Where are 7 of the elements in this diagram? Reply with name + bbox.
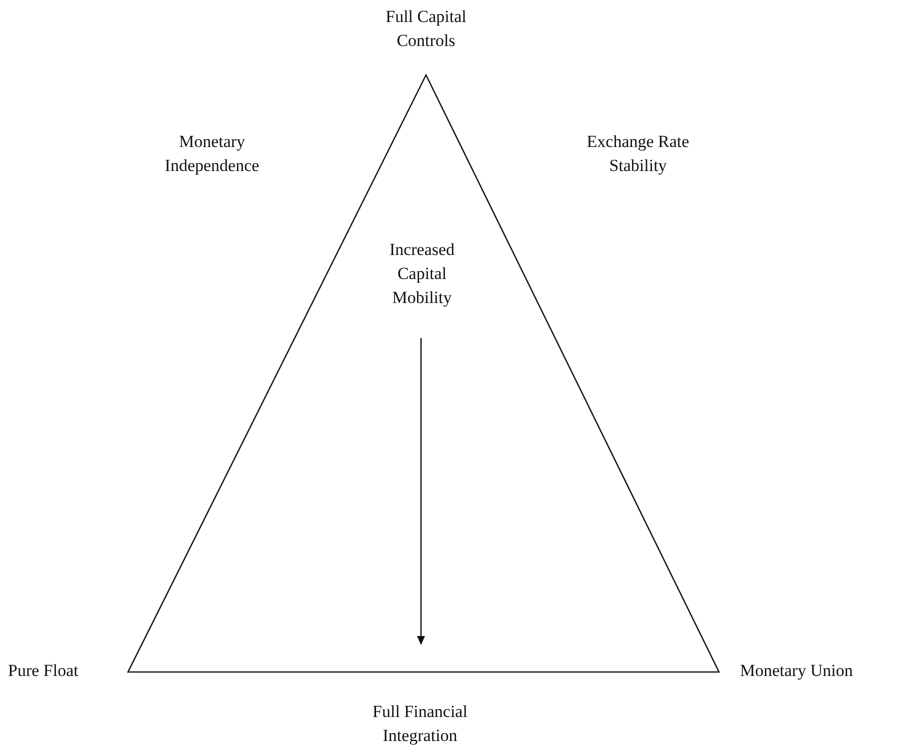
text-label: Full Financial Integration bbox=[372, 701, 468, 747]
text-label: Monetary Union bbox=[740, 660, 853, 682]
text-label: Pure Float bbox=[8, 660, 78, 682]
text-label: Increased Capital Mobility bbox=[388, 239, 456, 309]
text-label: Exchange Rate Stability bbox=[586, 131, 690, 177]
text-label: Monetary Independence bbox=[164, 131, 260, 177]
text-label: Full Capital Controls bbox=[384, 6, 468, 52]
